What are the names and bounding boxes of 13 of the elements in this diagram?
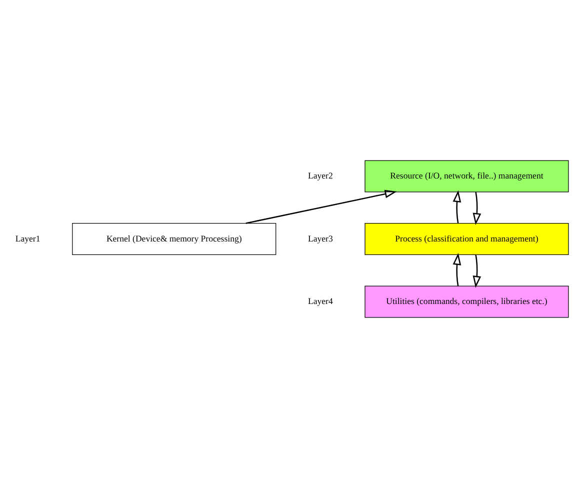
arrow [472,191,482,225]
node-box: Resource (I/O, network, file..) management [364,160,569,192]
arrow [452,252,462,286]
arrow [246,189,397,224]
node-label: Layer3 [308,232,333,243]
node-box: Process (classification and management) [364,222,569,255]
arrow [472,254,482,288]
node-box: Kernel (Device& memory Processing) [72,222,276,255]
node-box: Utilities (commands, compilers, libraries etc.) [364,285,569,318]
node-label: Layer2 [308,170,333,180]
node-label: Layer1 [15,232,40,243]
node-label: Layer4 [308,296,333,306]
arrow [452,190,462,223]
